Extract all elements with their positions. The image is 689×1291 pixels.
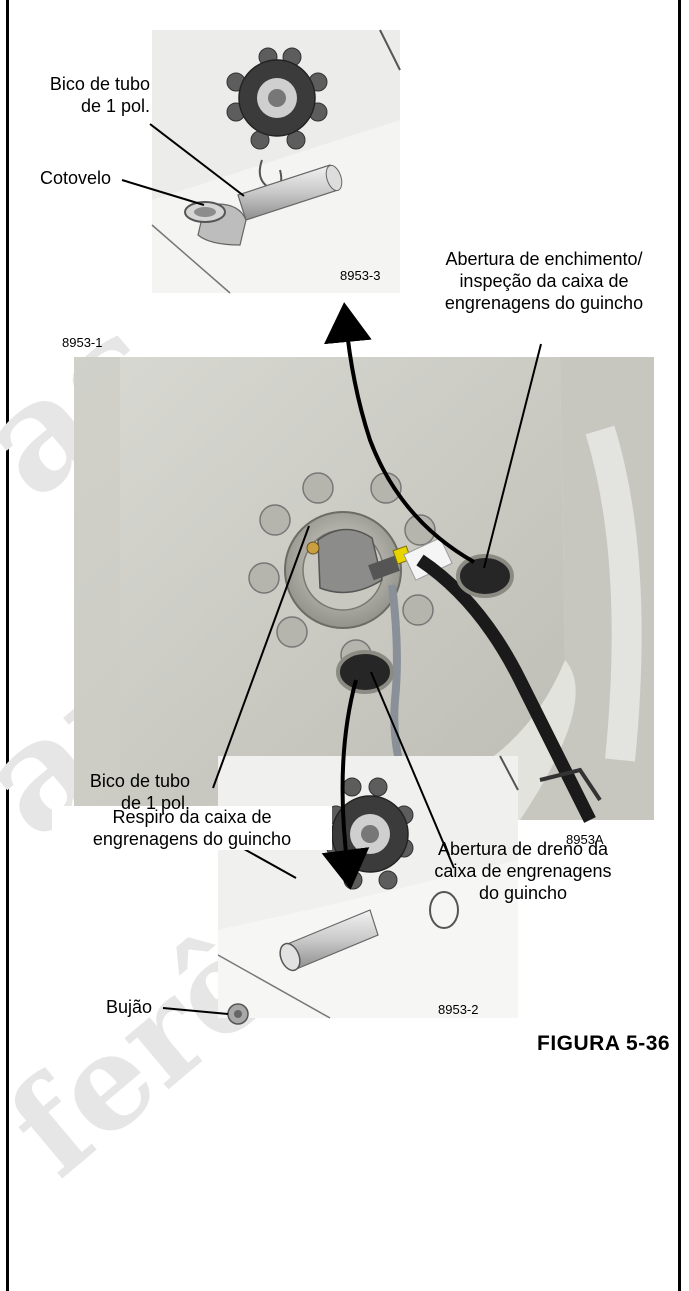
- main-photo: [74, 357, 654, 823]
- elbow-label: Cotovelo: [40, 168, 112, 188]
- bottom-inset-image: [217, 755, 519, 1025]
- breather-label-line2: engrenagens do guincho: [92, 829, 292, 849]
- page-border: [6, 0, 681, 1291]
- code-8953-2: 8953-2: [438, 1002, 479, 1017]
- arrow-to-top-inset: [324, 302, 475, 564]
- fill-opening-label-line1: Abertura de enchimento/: [445, 249, 643, 269]
- drain-opening-label-line3: do guincho: [478, 883, 568, 903]
- bottom-pipe-label-line1: Bico de tubo: [89, 771, 190, 791]
- top-pipe-label-line2: de 1 pol.: [80, 96, 150, 116]
- bottom-pipe-label: Bico de tubo de 1 pol.: [40, 770, 190, 814]
- top-pipe-label-line1: Bico de tubo: [49, 74, 150, 94]
- figure-number: FIGURA 5-36: [537, 1032, 671, 1055]
- fill-opening-label: Abertura de enchimento/ inspeção da caix…: [404, 248, 684, 314]
- code-8953-1: 8953-1: [62, 335, 103, 350]
- drain-opening-label-line1: Abertura de dreno da: [437, 839, 609, 859]
- breather-label: Respiro da caixa de engrenagens do guinc…: [52, 806, 332, 850]
- arrow-to-bottom-inset: [321, 679, 370, 890]
- fill-opening-label-line2: inspeção da caixa de: [459, 271, 629, 291]
- drain-opening-label: Abertura de dreno da caixa de engrenagen…: [398, 838, 648, 904]
- plug-label: Bujão: [106, 997, 153, 1017]
- drain-opening-label-line2: caixa de engrenagens: [434, 861, 612, 881]
- fill-opening-label-line3: engrenagens do guincho: [444, 293, 644, 313]
- code-8953-3: 8953-3: [340, 268, 381, 283]
- bottom-pipe-label-line2: de 1 pol.: [120, 793, 190, 813]
- top-inset-image: [151, 29, 401, 294]
- top-pipe-label: Bico de tubo de 1 pol.: [10, 73, 150, 117]
- code-8953a: 8953A: [566, 832, 604, 847]
- breather-label-line1: Respiro da caixa de: [112, 807, 272, 827]
